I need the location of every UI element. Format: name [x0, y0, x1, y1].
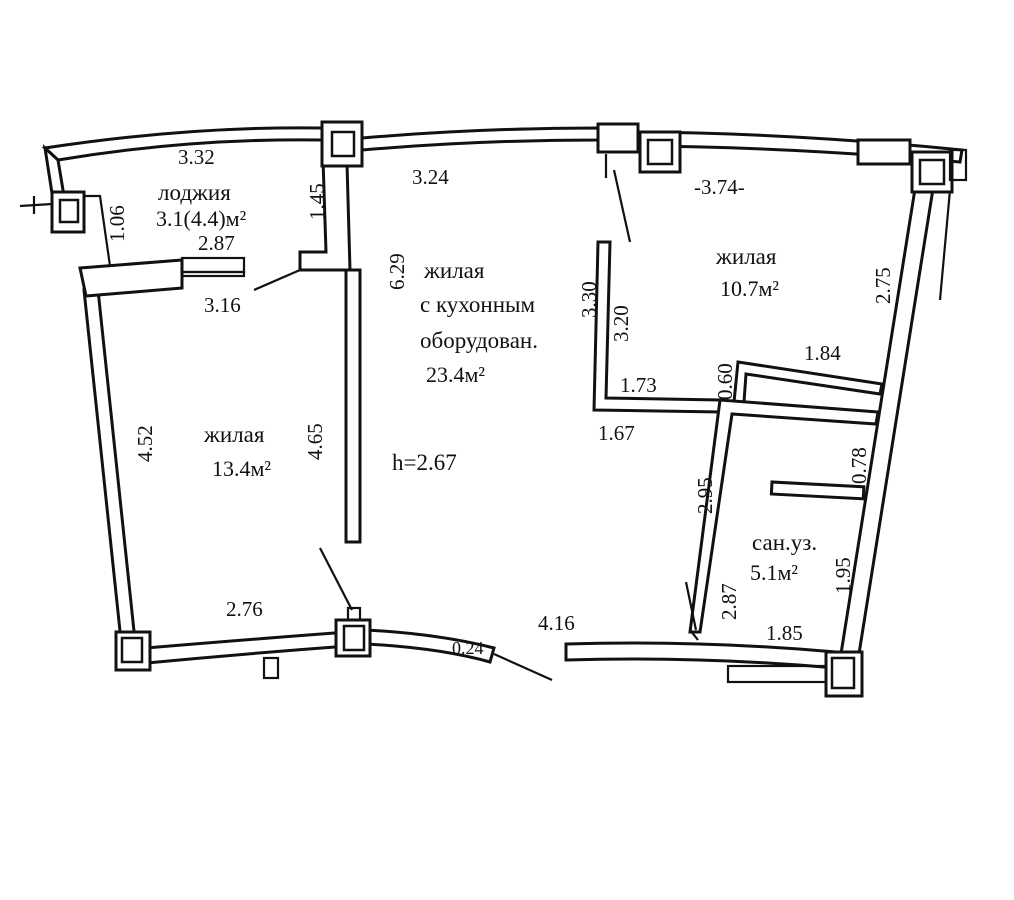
- bottom-stub: [262, 656, 280, 680]
- bathroom-top-wall: [732, 360, 884, 404]
- dim-wc-side: 0.78: [847, 447, 871, 484]
- door-left-room: [319, 547, 353, 611]
- bottom-wall-left: [118, 630, 350, 666]
- column-top-right-b: [856, 138, 968, 194]
- dim-kitchen-top: 3.24: [412, 165, 449, 189]
- loggia-area: 3.1(4.4)м²: [156, 206, 247, 231]
- dim-loggia-bottom: 3.16: [204, 293, 241, 317]
- dim-hall-side: 2.95: [693, 477, 717, 514]
- bathroom-label: сан.уз.: [752, 530, 817, 555]
- left-outer-wall: [82, 288, 138, 652]
- dim-right-top: -3.74-: [694, 175, 745, 199]
- column-top-right-a: [596, 122, 682, 174]
- bathroom-mid-wall: [688, 398, 880, 634]
- dim-wc-depth: 1.95: [831, 557, 855, 594]
- dim-loggia-inner: 2.87: [198, 231, 235, 255]
- kitchen-living-label-3: оборудован.: [420, 328, 538, 353]
- dim-wc-small: 0.60: [713, 363, 737, 400]
- bathroom-door-line: [684, 581, 699, 641]
- dim-left-inner: 4.65: [303, 423, 327, 460]
- bottom-wall-right: [564, 641, 838, 670]
- column-loggia-left: [19, 190, 86, 234]
- dim-kitchen-depth: 6.29: [385, 253, 409, 290]
- left-partition: [344, 268, 362, 544]
- dim-left-depth: 4.52: [133, 425, 157, 462]
- dim-hall-inner: 2.87: [717, 583, 741, 620]
- loggia-window: [180, 256, 246, 274]
- bathroom-area: 5.1м²: [750, 560, 798, 585]
- kitchen-living-label-1: жилая: [423, 258, 485, 283]
- dim-corridor-bottom: 1.67: [598, 421, 635, 445]
- door-loggia: [253, 268, 301, 292]
- dim-loggia-side: 1.06: [105, 205, 129, 242]
- dim-bottom-mid: 4.16: [538, 611, 575, 635]
- living-right-label: жилая: [715, 244, 777, 269]
- bathroom-shelf: [769, 480, 866, 501]
- loggia-label: лоджия: [158, 180, 231, 205]
- dim-left-bottom: 2.76: [226, 597, 263, 621]
- dim-loggia-wall: 1.45: [305, 183, 329, 220]
- right-outer-wall-face: [935, 184, 952, 301]
- loggia-window-sill: [180, 270, 246, 278]
- loggia-bottom-wall: [78, 258, 184, 298]
- dim-corridor-short: 1.73: [620, 373, 657, 397]
- dim-wc-bottom: 1.85: [766, 621, 803, 645]
- living-left-label: жилая: [203, 422, 265, 447]
- dim-bottom-small: 0.24: [452, 638, 484, 658]
- dim-wc-top: 1.84: [804, 341, 841, 365]
- top-wall-kitchen: [360, 126, 600, 152]
- dim-corridor-a: 3.30: [577, 281, 601, 318]
- living-right-area: 10.7м²: [720, 276, 779, 301]
- door-right-room: [604, 154, 632, 243]
- dim-loggia-top: 3.32: [178, 145, 215, 169]
- bottom-right-ledge: [726, 664, 838, 684]
- living-left-area: 13.4м²: [212, 456, 271, 481]
- column-bottom-left: [114, 630, 152, 672]
- column-bottom-mid: [334, 606, 372, 658]
- bottom-wall-mid: [364, 628, 496, 664]
- ceiling-height: h=2.67: [392, 450, 457, 475]
- door-entrance: [493, 652, 553, 682]
- dim-right-depth: 2.75: [871, 267, 895, 304]
- column-top-mid: [320, 120, 364, 168]
- kitchen-living-label-2: с кухонным: [420, 292, 536, 317]
- dim-corridor-b: 3.20: [609, 305, 633, 342]
- kitchen-living-area: 23.4м²: [426, 362, 485, 387]
- column-bottom-right: [824, 650, 864, 698]
